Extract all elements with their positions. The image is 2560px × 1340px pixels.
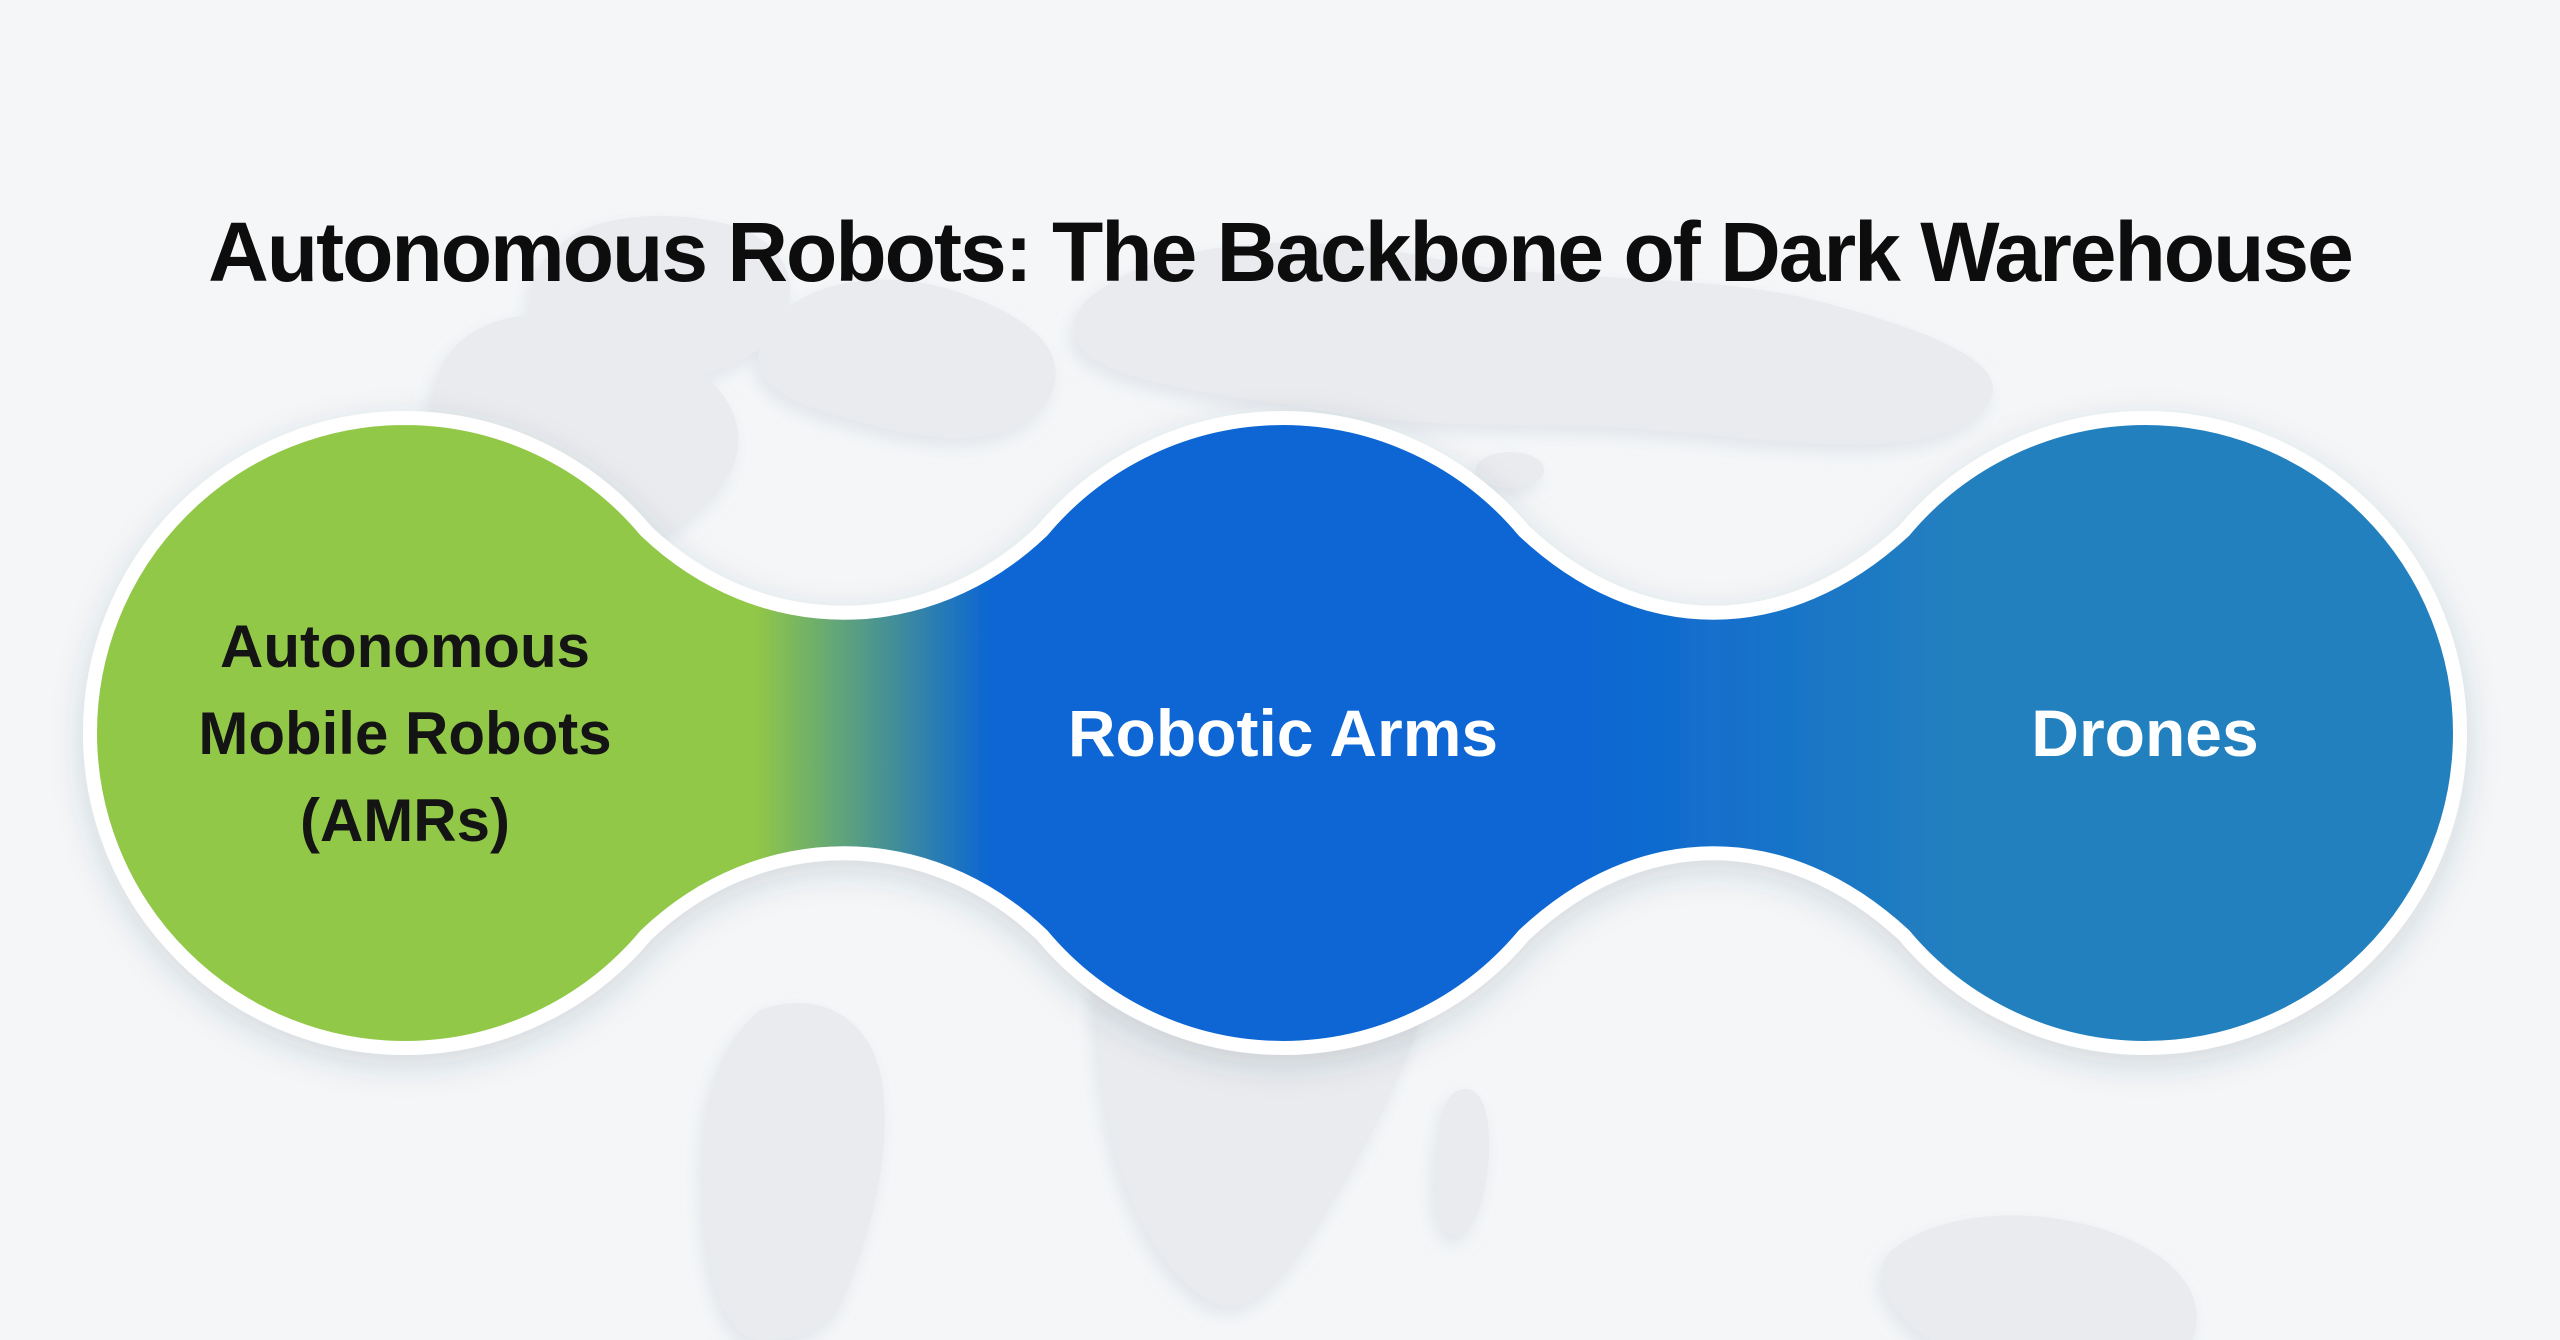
node-label-drones-line-1: Drones (2031, 695, 2259, 770)
page-title: Autonomous Robots: The Backbone of Dark … (208, 205, 2354, 300)
map-madagascar (1434, 1088, 1490, 1237)
map-europe (758, 279, 1056, 438)
map-islands (1476, 452, 1544, 488)
node-label-robotic-arms: Robotic Arms (933, 418, 1633, 1048)
node-label-amrs-line-1: Autonomous (220, 612, 590, 680)
node-label-robotic-arms-line-1: Robotic Arms (1067, 695, 1499, 770)
node-label-amrs-line-2: Mobile Robots (198, 699, 612, 767)
node-label-drones: Drones (1795, 418, 2495, 1048)
map-australia (1882, 1215, 2197, 1340)
map-asia (1073, 242, 1994, 445)
node-label-amrs: Autonomous Mobile Robots (AMRs) (55, 418, 755, 1048)
map-south-america (703, 1003, 885, 1340)
blob-connector-shape (83, 411, 2467, 1055)
node-label-amrs-line-3: (AMRs) (300, 786, 510, 854)
